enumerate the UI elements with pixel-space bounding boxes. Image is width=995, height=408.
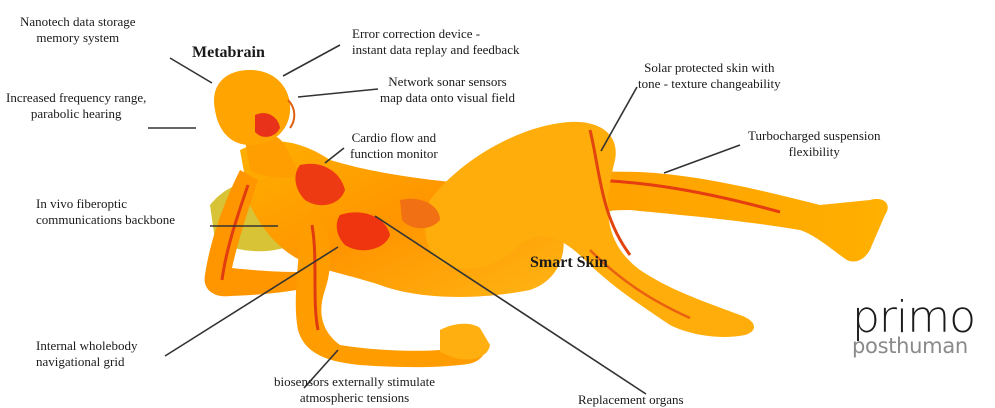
- label-error-correction: Error correction device - instant data r…: [352, 26, 519, 58]
- label-solar-line2: tone - texture changeability: [638, 76, 781, 92]
- label-network-line1: Network sonar sensors: [380, 74, 515, 90]
- label-nanotech-line1: Nanotech data storage: [20, 14, 136, 30]
- label-turbocharged: Turbocharged suspension flexibility: [748, 128, 881, 160]
- label-frequency: Increased frequency range, parabolic hea…: [6, 90, 146, 122]
- label-metabrain: Metabrain: [192, 44, 265, 62]
- primo-posthuman-logo: primo posthuman: [852, 296, 992, 357]
- label-navigational: Internal wholebody navigational grid: [36, 338, 137, 370]
- leader-solar: [601, 87, 637, 151]
- label-smart-skin: Smart Skin: [530, 254, 608, 272]
- leader-error: [283, 45, 340, 76]
- label-frequency-line1: Increased frequency range,: [6, 90, 146, 106]
- leader-network: [298, 89, 378, 97]
- label-fiberoptic-line2: communications backbone: [36, 212, 175, 228]
- label-cardio: Cardio flow and function monitor: [350, 130, 438, 162]
- label-biosensors-line2: atmospheric tensions: [274, 390, 435, 406]
- head: [214, 70, 290, 145]
- label-solar: Solar protected skin with tone - texture…: [638, 60, 781, 92]
- label-cardio-line2: function monitor: [350, 146, 438, 162]
- label-turbo-line1: Turbocharged suspension: [748, 128, 881, 144]
- leader-turbo: [664, 145, 740, 173]
- label-error-line1: Error correction device -: [352, 26, 519, 42]
- label-network-sonar: Network sonar sensors map data onto visu…: [380, 74, 515, 106]
- label-navigational-line1: Internal wholebody: [36, 338, 137, 354]
- label-frequency-line2: parabolic hearing: [6, 106, 146, 122]
- label-cardio-line1: Cardio flow and: [350, 130, 438, 146]
- label-fiberoptic-line1: In vivo fiberoptic: [36, 196, 175, 212]
- label-network-line2: map data onto visual field: [380, 90, 515, 106]
- label-biosensors-line1: biosensors externally stimulate: [274, 374, 435, 390]
- label-error-line2: instant data replay and feedback: [352, 42, 519, 58]
- label-nanotech-line2: memory system: [20, 30, 136, 46]
- label-turbo-line2: flexibility: [748, 144, 881, 160]
- label-navigational-line2: navigational grid: [36, 354, 137, 370]
- hand: [440, 324, 490, 360]
- label-nanotech: Nanotech data storage memory system: [20, 14, 136, 46]
- label-fiberoptic: In vivo fiberoptic communications backbo…: [36, 196, 175, 228]
- label-solar-line1: Solar protected skin with: [638, 60, 781, 76]
- label-biosensors: biosensors externally stimulate atmosphe…: [274, 374, 435, 406]
- front-leg: [425, 122, 754, 337]
- human-figure: [205, 70, 888, 367]
- label-replacement-organs: Replacement organs: [578, 392, 684, 408]
- leader-cardio: [325, 148, 344, 163]
